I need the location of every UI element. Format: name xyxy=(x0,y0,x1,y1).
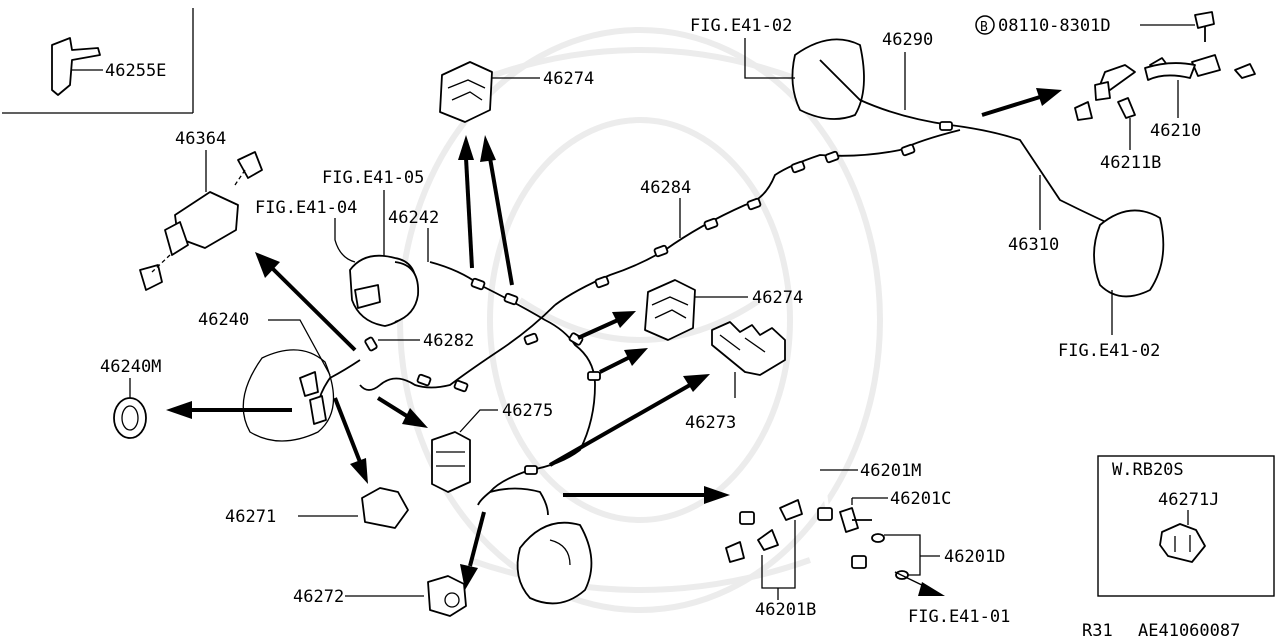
label-46201C: 46201C xyxy=(890,489,951,509)
label-46364: 46364 xyxy=(175,129,226,149)
part-46240: 46240 xyxy=(198,310,335,442)
master-cylinder xyxy=(349,254,419,327)
label-fig-e41-02-right: FIG.E41-02 xyxy=(1058,341,1160,361)
label-46271: 46271 xyxy=(225,507,276,527)
label-46275: 46275 xyxy=(502,401,553,421)
label-fig-e41-02-top: FIG.E41-02 xyxy=(690,16,792,36)
label-model: R31 xyxy=(1082,621,1113,638)
label-46282: 46282 xyxy=(423,331,474,351)
label-46201M: 46201M xyxy=(860,461,921,481)
label-46310: 46310 xyxy=(1008,235,1059,255)
label-46255E: 46255E xyxy=(105,61,166,81)
label-08110-8301D: 08110-8301D xyxy=(998,16,1111,36)
label-46290: 46290 xyxy=(882,30,933,50)
part-46240M: 46240M xyxy=(100,357,292,439)
part-46274-top: 46274 xyxy=(439,61,594,123)
label-fig-e41-05: FIG.E41-05 xyxy=(322,168,424,188)
arrow-to-46201M xyxy=(563,486,730,504)
label-46240M: 46240M xyxy=(100,357,161,377)
bolt-08110: B 08110-8301D xyxy=(975,11,1215,42)
part-46273: 46273 xyxy=(549,321,786,467)
part-46310: 46310 FIG.E41-02 xyxy=(1008,175,1165,361)
label-46272: 46272 xyxy=(293,587,344,607)
bracket-46255E xyxy=(51,37,101,96)
part-46364: 46364 xyxy=(139,129,263,291)
line-clips xyxy=(364,121,953,475)
label-46271J: 46271J xyxy=(1158,490,1219,510)
watermark-emblem xyxy=(397,27,883,613)
label-diagram-id: AE41060087 xyxy=(1138,621,1240,638)
part-46272: 46272 xyxy=(293,511,486,617)
arrow-to-46364 xyxy=(255,252,357,352)
label-bolt-circle: B xyxy=(980,20,988,35)
inset-wrb20s: W.RB20S 46271J xyxy=(1097,455,1275,597)
label-46201B: 46201B xyxy=(755,600,816,620)
part-46201B: 46201B xyxy=(755,520,816,620)
part-46210: 46210 46211B xyxy=(1074,54,1256,173)
label-46211B: 46211B xyxy=(1100,153,1161,173)
front-right-disc xyxy=(516,521,593,605)
label-46201D: 46201D xyxy=(944,547,1005,567)
label-fig-e41-01: FIG.E41-01 xyxy=(908,607,1010,627)
label-46284: 46284 xyxy=(640,178,691,198)
part-46275: 46275 xyxy=(376,396,553,493)
arrow-to-46210 xyxy=(981,88,1062,117)
label-46240: 46240 xyxy=(198,310,249,330)
part-46274-mid: 46274 xyxy=(577,279,803,374)
label-46242: 46242 xyxy=(388,208,439,228)
arrows-up-46274 xyxy=(458,135,514,286)
part-46201D: 46201D xyxy=(871,533,1005,580)
part-46201M: 46201M xyxy=(725,461,921,574)
label-46273: 46273 xyxy=(685,413,736,433)
label-fig-e41-04: FIG.E41-04 xyxy=(255,198,357,218)
label-46274-top: 46274 xyxy=(543,69,594,89)
label-variant: W.RB20S xyxy=(1112,460,1184,480)
inset-46255E: 46255E xyxy=(2,8,194,114)
ref-fig-e41-01: FIG.E41-01 xyxy=(894,571,1010,627)
label-46274-mid: 46274 xyxy=(752,288,803,308)
rear-right-drum: FIG.E41-02 46290 xyxy=(690,16,933,120)
part-46201C: 46201C xyxy=(839,489,951,533)
label-46210: 46210 xyxy=(1150,121,1201,141)
part-46271: 46271 xyxy=(225,397,409,529)
